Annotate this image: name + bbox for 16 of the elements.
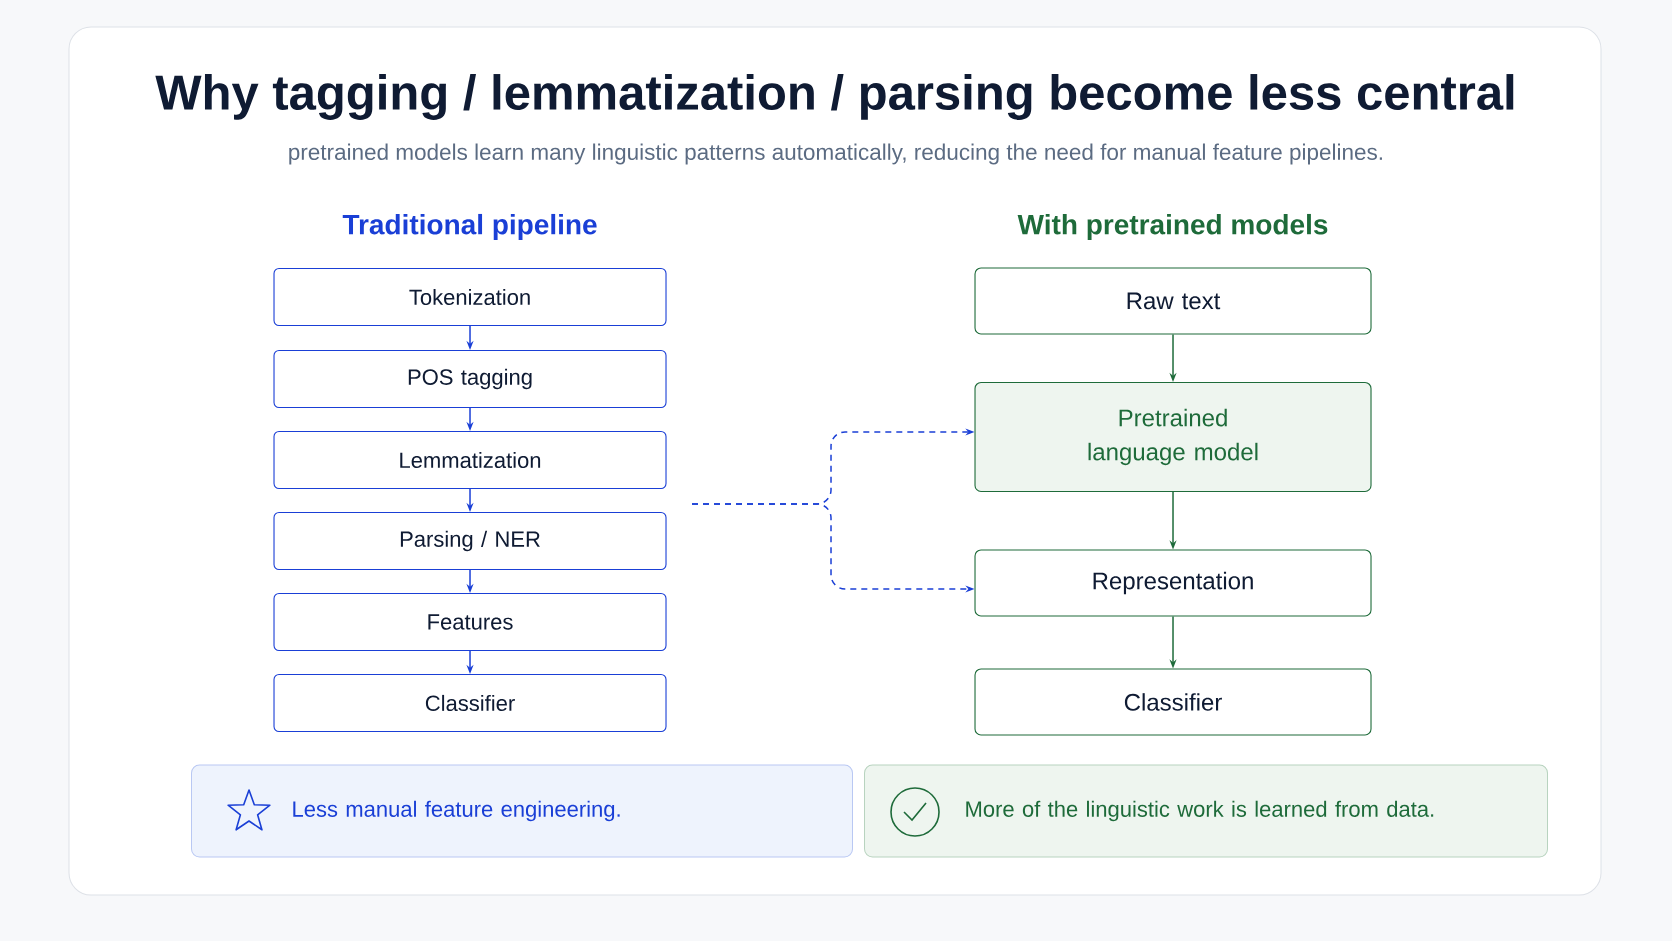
process-box: Classifier xyxy=(273,673,667,733)
column-heading: Traditional pipeline xyxy=(342,213,597,241)
process-box: Raw text xyxy=(974,267,1372,335)
process-box: Classifier xyxy=(974,668,1372,736)
process-box: Features xyxy=(273,592,667,652)
subtitle: pretrained models learn many linguistic patterns automatically, reducing the need for manual feature pipelines. xyxy=(289,143,1382,165)
title: Why tagging / lemmatization / parsing become less central xyxy=(155,74,1514,120)
process-box: Lemmatization xyxy=(273,430,667,490)
column-heading: With pretrained models xyxy=(1017,213,1328,241)
note-card: Less manual feature engineering. xyxy=(191,764,853,858)
process-box: POS tagging xyxy=(273,349,667,409)
model-box: Pretrained language model xyxy=(974,381,1372,493)
process-box: Representation xyxy=(974,549,1372,617)
process-box: Parsing / NER xyxy=(273,511,667,571)
process-box: Tokenization xyxy=(273,267,667,327)
note-card: More of the linguistic work is learned from data. xyxy=(864,764,1548,858)
